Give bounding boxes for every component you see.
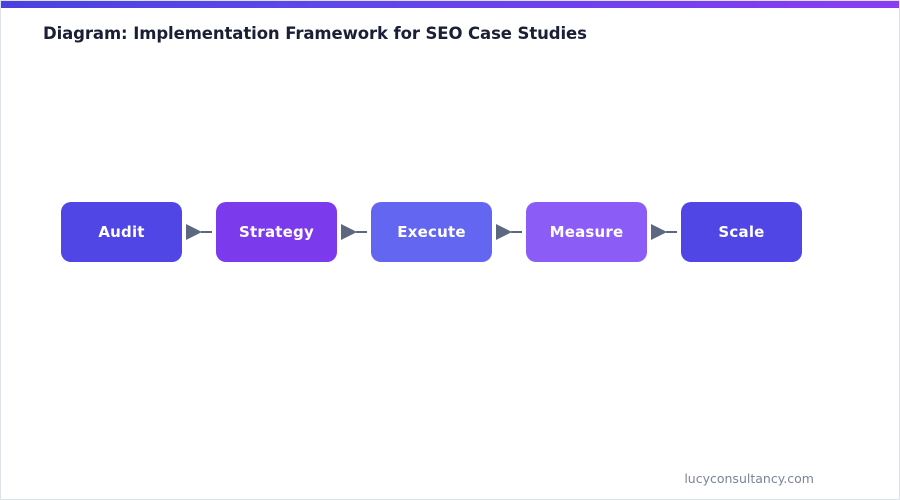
page-title: Diagram: Implementation Framework for SE… (43, 24, 587, 43)
arrow-right-icon (492, 220, 526, 244)
top-accent-bar (1, 1, 899, 8)
flow-node-label: Execute (397, 223, 466, 241)
footer-url: lucyconsultancy.com (684, 471, 814, 486)
flow-node-label: Measure (549, 223, 624, 241)
flow-node-audit[interactable]: Audit (61, 202, 182, 262)
flow-diagram: Audit Strategy Execute Measure Scale (61, 202, 802, 262)
flow-node-scale[interactable]: Scale (681, 202, 802, 262)
flow-node-measure[interactable]: Measure (526, 202, 647, 262)
arrow-right-icon (337, 220, 371, 244)
flow-node-label: Audit (98, 223, 145, 241)
arrow-right-icon (647, 220, 681, 244)
flow-node-strategy[interactable]: Strategy (216, 202, 337, 262)
flow-node-label: Strategy (239, 223, 314, 241)
flow-node-label: Scale (718, 223, 765, 241)
flow-node-execute[interactable]: Execute (371, 202, 492, 262)
arrow-right-icon (182, 220, 216, 244)
